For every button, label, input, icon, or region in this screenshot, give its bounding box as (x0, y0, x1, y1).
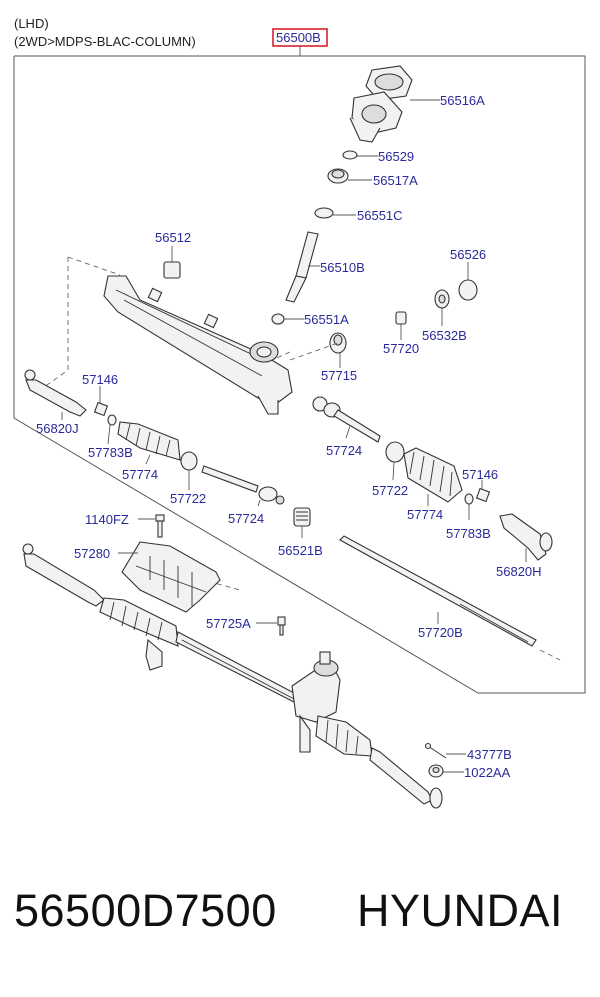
label-56510B[interactable]: 56510B (320, 260, 365, 275)
label-57720[interactable]: 57720 (383, 341, 419, 356)
label-57724-right[interactable]: 57724 (326, 443, 362, 458)
grommet-56516A (349, 65, 413, 143)
inner-tie-rod-57724-left (201, 465, 285, 505)
label-1022AA[interactable]: 1022AA (464, 765, 511, 780)
clip-57783B-right (464, 493, 474, 505)
bellows-57774-right (403, 447, 463, 503)
gear-housing-upper (103, 275, 293, 415)
label-56551A[interactable]: 56551A (304, 312, 349, 327)
gear-56521B (293, 507, 311, 527)
label-1140FZ[interactable]: 1140FZ (85, 512, 129, 527)
nut-57146-left (93, 401, 109, 417)
assembly-frame (13, 55, 586, 694)
label-57722-right[interactable]: 57722 (372, 483, 408, 498)
label-56820J[interactable]: 56820J (36, 421, 79, 436)
plug-57720 (395, 311, 407, 325)
tie-rod-end-56820J (24, 369, 87, 417)
label-57715[interactable]: 57715 (321, 368, 357, 383)
pinion-shaft-56510B (285, 231, 319, 303)
label-43777B[interactable]: 43777B (467, 747, 512, 762)
bearing-56517A (327, 168, 349, 184)
label-57725A[interactable]: 57725A (206, 616, 251, 631)
label-56517A[interactable]: 56517A (373, 173, 418, 188)
label-57722-left[interactable]: 57722 (170, 491, 206, 506)
label-57724-left[interactable]: 57724 (228, 511, 264, 526)
seal-56551A (271, 313, 285, 325)
bellows-57774-left (117, 421, 181, 461)
tie-rod-end-56820H (499, 513, 553, 561)
bolt-1140FZ (155, 514, 165, 538)
yoke-57715 (329, 332, 347, 354)
footer-part-number: 56500D7500 (14, 885, 277, 936)
label-56820H[interactable]: 56820H (496, 564, 542, 579)
label-57774-left[interactable]: 57774 (122, 467, 158, 482)
header-lhd: (LHD) (14, 16, 49, 31)
ring-56526 (458, 279, 478, 301)
label-57146-right[interactable]: 57146 (462, 467, 498, 482)
label-56532B[interactable]: 56532B (422, 328, 467, 343)
nut-57146-right (475, 487, 491, 503)
rack-bar-57720B (339, 535, 537, 647)
label-56521B[interactable]: 56521B (278, 543, 323, 558)
header-variant: (2WD>MDPS-BLAC-COLUMN) (14, 34, 196, 49)
screw-57725A (277, 616, 286, 636)
gear-assembly-complete (22, 543, 443, 809)
nut-1022AA (428, 764, 444, 778)
label-56516A[interactable]: 56516A (440, 93, 485, 108)
ring-56529 (342, 150, 358, 160)
footer-brand: HYUNDAI (357, 885, 564, 936)
label-56512[interactable]: 56512 (155, 230, 191, 245)
bushing-56512 (163, 261, 181, 279)
band-57722-right (385, 441, 405, 463)
pin-43777B (424, 742, 447, 759)
label-57146-left[interactable]: 57146 (82, 372, 118, 387)
label-56500B[interactable]: 56500B (276, 30, 321, 45)
clip-57783B-left (107, 414, 117, 426)
label-56526[interactable]: 56526 (450, 247, 486, 262)
label-57774-right[interactable]: 57774 (407, 507, 443, 522)
bearing-56532B (434, 289, 450, 309)
heat-shield-57280 (121, 541, 221, 613)
label-56529[interactable]: 56529 (378, 149, 414, 164)
label-57280[interactable]: 57280 (74, 546, 110, 561)
seal-56551C (314, 207, 334, 219)
label-57783B-left[interactable]: 57783B (88, 445, 133, 460)
band-57722-left (180, 451, 198, 471)
label-56551C[interactable]: 56551C (357, 208, 403, 223)
label-57783B-right[interactable]: 57783B (446, 526, 491, 541)
inner-tie-rod-57724-right (312, 396, 381, 443)
label-57720B[interactable]: 57720B (418, 625, 463, 640)
